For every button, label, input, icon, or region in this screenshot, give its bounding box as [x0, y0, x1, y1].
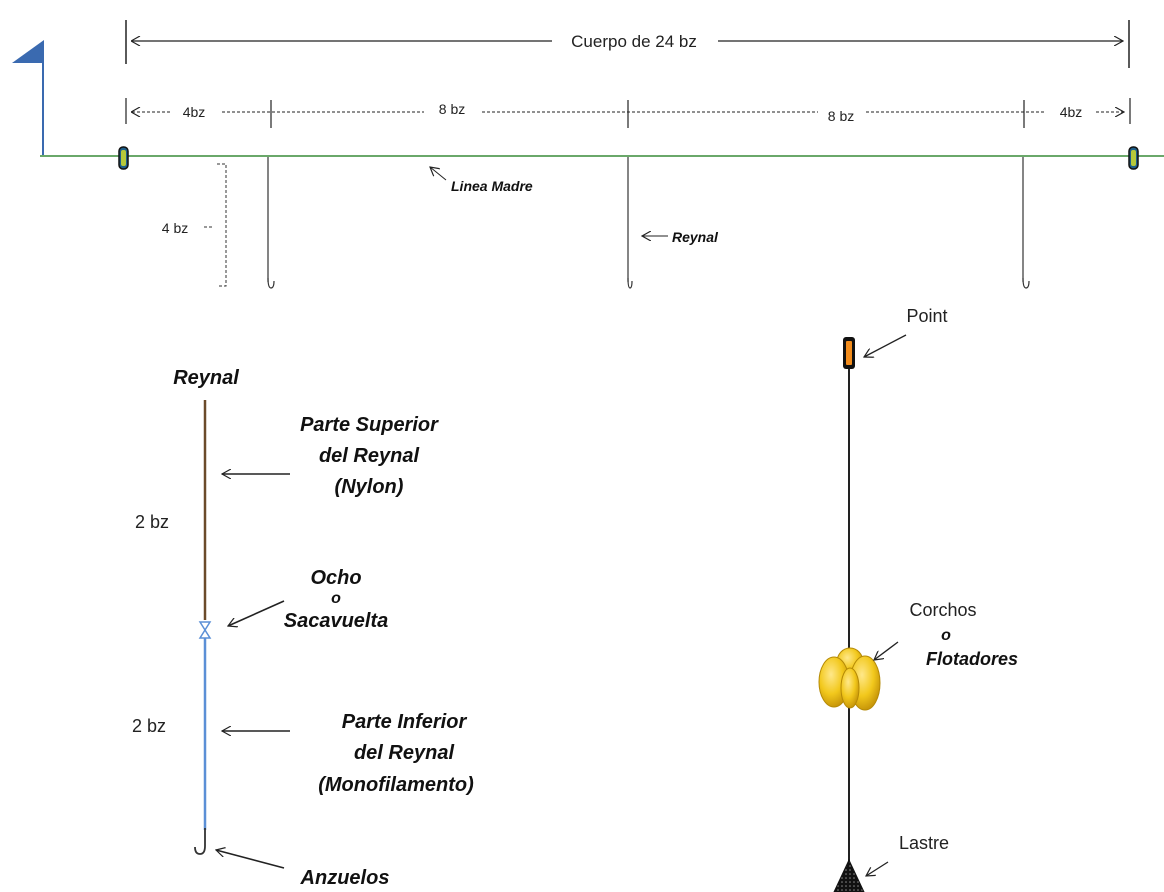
swivel-line2: o [331, 590, 341, 607]
hook-icon [194, 828, 206, 855]
branchline-3 [1022, 157, 1030, 289]
upper-part-line1: Parte Superior [300, 414, 439, 436]
branchline-1 [267, 157, 275, 289]
branchline-annotation: Reynal [642, 229, 719, 245]
floats-line2: o [941, 627, 951, 644]
upper-length-label: 2 bz [135, 512, 169, 532]
branchline-label: Reynal [672, 229, 719, 245]
reynal-detail: Reynal 2 bz 2 bz Parte Superior del Reyn… [132, 367, 474, 889]
segment-1-label: 4bz [183, 104, 206, 120]
lower-part-line3: (Monofilamento) [318, 774, 474, 796]
segment-2-label: 8 bz [439, 101, 465, 117]
reynal-title: Reynal [173, 367, 239, 389]
body-length-dimension: Cuerpo de 24 bz [132, 32, 1123, 51]
float-line-detail: Point Corchos o Flotadores Lastre [818, 306, 1018, 892]
weight-icon [833, 858, 865, 892]
swivel-line1: Ocho [310, 567, 361, 589]
lower-length-label: 2 bz [132, 716, 166, 736]
branchline-2 [627, 157, 633, 289]
weight-label: Lastre [899, 833, 949, 853]
floats-line3: Flotadores [926, 649, 1018, 669]
point-marker-icon [843, 337, 855, 369]
depth-bracket: 4 bz [162, 163, 227, 287]
swivel-line3: Sacavuelta [284, 610, 389, 632]
segment-dimensions: 4bz 8 bz 8 bz 4bz [125, 98, 1131, 128]
segment-3-label: 8 bz [828, 108, 854, 124]
floats-icon [818, 647, 881, 711]
body-length-label: Cuerpo de 24 bz [571, 32, 697, 51]
upper-part-line3: (Nylon) [335, 476, 404, 498]
lower-part-line2: del Reynal [354, 742, 454, 764]
hooks-label: Anzuelos [300, 867, 390, 889]
depth-label: 4 bz [162, 220, 188, 236]
lower-part-line1: Parte Inferior [342, 711, 468, 733]
floats-line1: Corchos [909, 600, 976, 620]
longline-section: Cuerpo de 24 bz 4bz 8 bz 8 bz 4bz [12, 20, 1164, 289]
mainline-annotation: Linea Madre [430, 167, 533, 194]
mainline-label: Linea Madre [451, 178, 533, 194]
upper-part-line2: del Reynal [319, 445, 419, 467]
segment-4-label: 4bz [1060, 104, 1083, 120]
point-label: Point [906, 306, 947, 326]
flag-buoy-icon [12, 40, 44, 156]
swivel-icon [198, 621, 212, 639]
